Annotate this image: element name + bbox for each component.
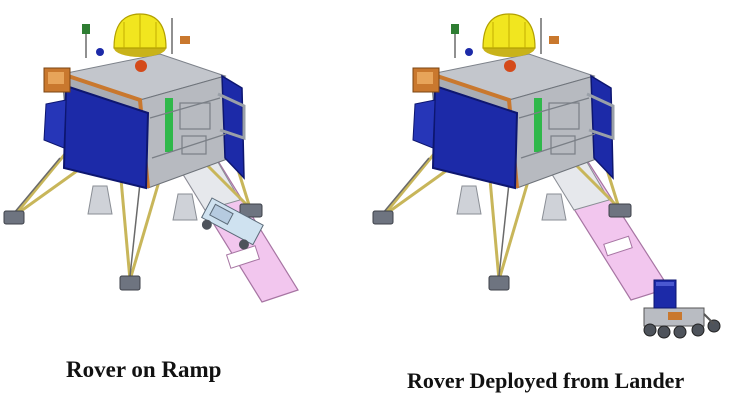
panel-rover-on-ramp: Rover on Ramp xyxy=(0,0,368,411)
caption-rover-deployed: Rover Deployed from Lander xyxy=(407,368,685,393)
lander-icon xyxy=(371,12,633,292)
lander-on-ramp-illustration xyxy=(2,12,299,303)
rover-icon xyxy=(643,279,721,339)
lander-deployed-illustration xyxy=(371,12,721,339)
lander-icon xyxy=(2,12,264,292)
panel-rover-deployed: Rover Deployed from Lander xyxy=(369,0,737,411)
rover-icon xyxy=(200,197,264,250)
caption-rover-on-ramp: Rover on Ramp xyxy=(66,357,222,382)
